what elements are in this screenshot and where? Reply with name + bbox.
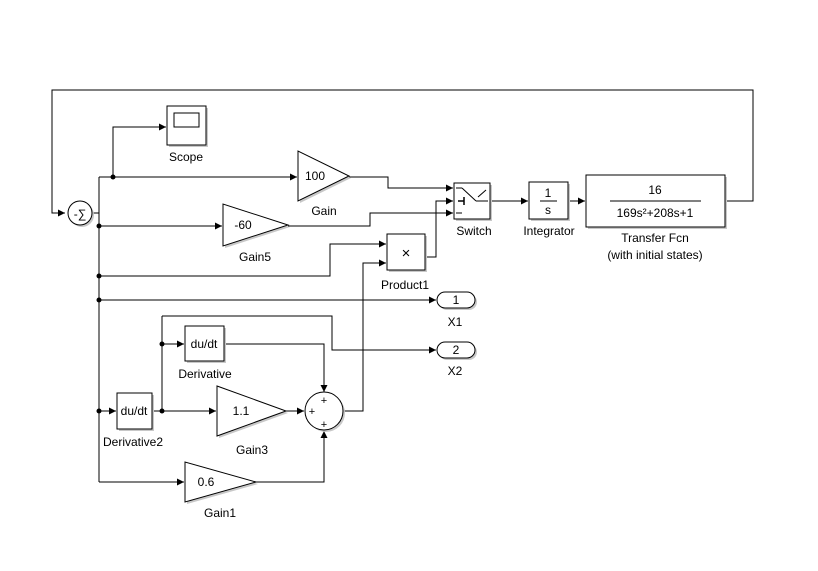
transfer-fcn-label: Transfer Fcn bbox=[621, 231, 689, 245]
gain-value: 100 bbox=[305, 169, 325, 183]
gain5-value: -60 bbox=[234, 218, 252, 232]
derivative2-block[interactable]: du/dt Derivative2 bbox=[103, 392, 163, 449]
switch-icon bbox=[456, 187, 488, 214]
sum-block-bottom[interactable]: + + + bbox=[304, 391, 345, 432]
gain1-value: 0.6 bbox=[198, 475, 215, 489]
derivative2-text: du/dt bbox=[121, 404, 148, 418]
gain-label: Gain bbox=[311, 204, 336, 218]
gain5-block[interactable]: -60 Gain5 bbox=[222, 203, 290, 264]
integrator-block[interactable]: 1 s Integrator bbox=[523, 181, 575, 238]
derivative-label: Derivative bbox=[178, 367, 232, 381]
switch-label: Switch bbox=[456, 224, 491, 238]
scope-screen-icon bbox=[173, 112, 200, 128]
gain1-block[interactable]: 0.6 Gain1 bbox=[184, 461, 258, 520]
branch-dot bbox=[159, 341, 165, 347]
gain3-block[interactable]: 1.1 Gain3 bbox=[216, 385, 288, 457]
product-input1-line[interactable] bbox=[99, 240, 386, 277]
derivative-text: du/dt bbox=[191, 337, 218, 351]
branch-dot bbox=[96, 297, 102, 303]
switch-block[interactable]: Switch bbox=[453, 182, 492, 238]
gain1-label: Gain1 bbox=[204, 506, 236, 520]
transfer-fcn-sublabel: (with initial states) bbox=[607, 248, 702, 262]
product-symbol: × bbox=[402, 245, 411, 262]
derivative-output-line[interactable] bbox=[225, 343, 328, 392]
gain-block[interactable]: 100 Gain bbox=[297, 150, 351, 218]
scope-line[interactable] bbox=[112, 123, 166, 177]
scope-label: Scope bbox=[169, 150, 203, 164]
x2-outport[interactable]: 2 X2 bbox=[436, 341, 477, 378]
x2-label: X2 bbox=[448, 364, 463, 378]
sum2-sign-left: + bbox=[309, 406, 315, 418]
x2-port-number: 2 bbox=[453, 343, 460, 357]
scope-block[interactable]: Scope bbox=[166, 105, 208, 164]
x1-port-number: 1 bbox=[453, 293, 460, 307]
sum2-output-line[interactable] bbox=[344, 259, 386, 412]
transfer-fcn-denominator: 169s²+208s+1 bbox=[617, 206, 694, 220]
branch-dot bbox=[110, 174, 116, 180]
product1-block[interactable]: × Product1 bbox=[381, 233, 429, 292]
sum2-sign-top: + bbox=[321, 395, 327, 407]
product1-label: Product1 bbox=[381, 278, 429, 292]
gain5-output-line[interactable] bbox=[288, 209, 453, 227]
branch-dot bbox=[159, 408, 165, 414]
gain1-output-line[interactable] bbox=[256, 431, 328, 483]
sum-symbol: -∑ bbox=[74, 207, 87, 221]
integrator-denominator: s bbox=[545, 203, 551, 217]
sum-block-top[interactable]: -∑ bbox=[67, 200, 94, 227]
branch-dot bbox=[96, 223, 102, 229]
product-output-line[interactable] bbox=[425, 197, 453, 258]
branch-dot bbox=[96, 408, 102, 414]
x2-line[interactable] bbox=[162, 315, 436, 354]
derivative-block[interactable]: du/dt Derivative bbox=[178, 325, 232, 381]
feedback-line[interactable] bbox=[51, 89, 754, 217]
gain5-label: Gain5 bbox=[239, 250, 271, 264]
gain3-label: Gain3 bbox=[236, 443, 268, 457]
branch-points bbox=[96, 174, 165, 414]
integrator-label: Integrator bbox=[523, 224, 574, 238]
x1-outport[interactable]: 1 X1 bbox=[436, 291, 477, 329]
gain3-value: 1.1 bbox=[233, 404, 250, 418]
integrator-numerator: 1 bbox=[545, 186, 552, 200]
derivative2-label: Derivative2 bbox=[103, 435, 163, 449]
transfer-fcn-numerator: 16 bbox=[648, 183, 662, 197]
x1-label: X1 bbox=[448, 315, 463, 329]
transfer-fcn-block[interactable]: 16 169s²+208s+1 Transfer Fcn (with initi… bbox=[585, 174, 727, 262]
sum2-sign-bottom: + bbox=[321, 419, 327, 431]
branch-dot bbox=[96, 273, 102, 279]
gain-output-line[interactable] bbox=[349, 176, 453, 192]
